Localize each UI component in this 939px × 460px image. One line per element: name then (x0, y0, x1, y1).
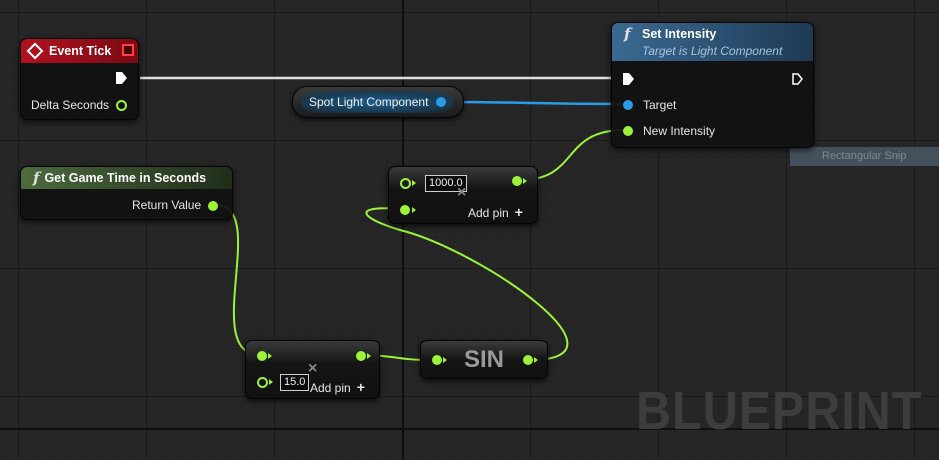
tooltip-text: Rectangular Snip (822, 150, 907, 162)
intensity-wire (519, 129, 626, 181)
multiply-top-add-pin-button[interactable]: Add pin + (468, 204, 523, 220)
sin-node[interactable]: SIN (420, 340, 548, 379)
pin-arrow-icon (269, 379, 273, 385)
sin-to-multiply-wire (365, 207, 569, 361)
spot-light-output-pin[interactable] (436, 97, 446, 107)
plus-icon: + (356, 379, 365, 395)
event-tick-header: Event Tick (21, 39, 138, 63)
new-intensity-label: New Intensity (643, 124, 716, 138)
get-game-time-header: f Get Game Time in Seconds (21, 167, 232, 189)
delta-seconds-pin[interactable] (116, 100, 127, 111)
event-tick-node[interactable]: Event Tick Delta Seconds (20, 38, 139, 120)
multiply-top-input-a-pin[interactable] (400, 178, 411, 189)
event-tick-exec-out-pin[interactable] (116, 72, 127, 84)
target-wire (440, 100, 625, 106)
multiply-bottom-input-b-pin[interactable] (257, 377, 268, 388)
pin-arrow-icon (412, 207, 416, 213)
pin-arrow-icon (268, 353, 272, 359)
sin-output-pin[interactable] (523, 355, 533, 365)
event-diamond-icon (26, 42, 44, 60)
multiply-icon: × (457, 184, 467, 201)
add-pin-label: Add pin (468, 206, 509, 220)
multiply-top-value-field[interactable]: 1000.0 (425, 175, 467, 192)
target-label: Target (643, 98, 677, 112)
set-intensity-header: f Set Intensity Target is Light Componen… (612, 23, 813, 61)
multiply-bottom-output-pin[interactable] (356, 351, 366, 361)
function-icon: f (33, 169, 40, 187)
rectangular-snip-tooltip: Rectangular Snip (790, 147, 939, 166)
multiply-node-bottom[interactable]: × 15.0 Add pin + (245, 340, 380, 399)
multiply-bottom-input-a-pin[interactable] (257, 351, 267, 361)
sin-label: SIN (464, 346, 505, 373)
set-intensity-subtitle: Target is Light Component (642, 44, 783, 58)
multiply-bottom-add-pin-button[interactable]: Add pin + (310, 379, 365, 395)
delegate-square-icon[interactable] (122, 44, 134, 56)
get-game-time-title: Get Game Time in Seconds (44, 171, 207, 185)
multiply-node-top[interactable]: 1000.0 × Add pin + (388, 166, 538, 224)
multiply-bottom-value-field[interactable]: 15.0 (280, 374, 310, 391)
event-tick-title: Event Tick (49, 44, 112, 58)
spot-light-component-node[interactable]: Spot Light Component (292, 86, 464, 118)
spot-light-label: Spot Light Component (309, 95, 429, 109)
target-pin[interactable] (623, 100, 633, 110)
set-intensity-exec-out-pin[interactable] (792, 73, 803, 85)
set-intensity-exec-in-pin[interactable] (623, 73, 634, 85)
sin-input-pin[interactable] (432, 355, 442, 365)
multiply-icon: × (308, 360, 318, 377)
set-intensity-node[interactable]: f Set Intensity Target is Light Componen… (611, 22, 814, 148)
set-intensity-title: Set Intensity (642, 27, 717, 41)
pin-arrow-icon (412, 180, 416, 186)
pin-arrow-icon (443, 357, 447, 363)
plus-icon: + (514, 204, 523, 220)
spot-light-glow (301, 91, 453, 113)
add-pin-label: Add pin (310, 381, 351, 395)
pin-arrow-icon (367, 353, 371, 359)
return-value-label: Return Value (132, 198, 202, 212)
blueprint-watermark: BLUEPRINT (636, 381, 923, 441)
game-time-wire (215, 204, 261, 356)
function-icon: f (624, 25, 631, 43)
pin-arrow-icon (534, 357, 538, 363)
get-game-time-node[interactable]: f Get Game Time in Seconds Return Value (20, 166, 233, 220)
multiply-top-output-pin[interactable] (512, 176, 522, 186)
grid-axis-horizontal (0, 428, 939, 430)
return-value-pin[interactable] (208, 201, 218, 211)
multiply-top-input-b-pin[interactable] (400, 205, 410, 215)
pin-arrow-icon (523, 178, 527, 184)
delta-seconds-label: Delta Seconds (31, 98, 110, 112)
new-intensity-pin[interactable] (623, 126, 633, 136)
